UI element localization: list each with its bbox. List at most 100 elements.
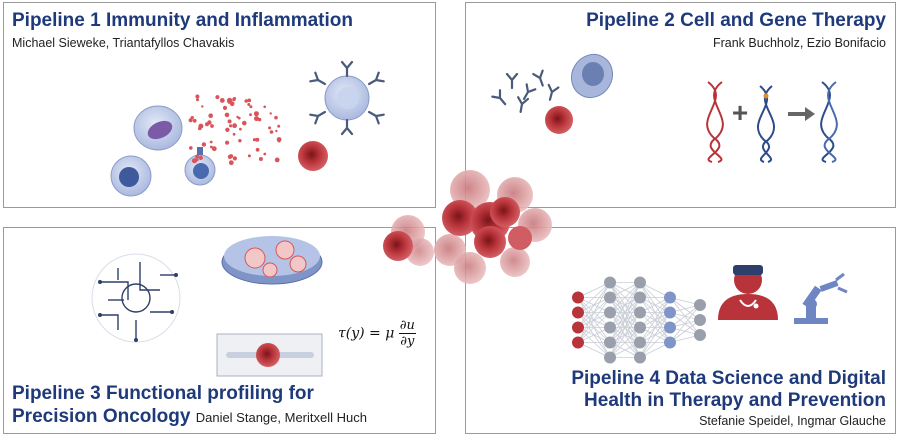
shear-stress-formula: τ(y) = μ ∂u ∂y xyxy=(338,318,416,349)
cytokine-dot xyxy=(195,94,200,99)
cytokine-dot xyxy=(249,105,253,109)
nn-node xyxy=(634,351,646,364)
cytokine-dot xyxy=(225,127,230,132)
antibodies-icon xyxy=(491,69,560,114)
microfluidic-chip-icon xyxy=(216,333,323,377)
nn-node xyxy=(694,329,706,341)
antibody-coated-cell-icon xyxy=(309,60,385,136)
nn-edge xyxy=(669,319,701,343)
cytokine-dot xyxy=(254,116,259,122)
nn-node xyxy=(604,306,616,319)
dna-blue-icon xyxy=(757,85,775,163)
nn-node xyxy=(604,321,616,334)
cytokine-dot xyxy=(227,97,233,103)
nn-edge xyxy=(609,312,641,358)
pipeline-3-title-line1: Pipeline 3 Functional profiling for xyxy=(12,383,314,404)
pipeline-4-names: Stefanie Speidel, Ingmar Glauche xyxy=(699,414,886,428)
cytokine-dot xyxy=(232,97,236,102)
cytokine-dot xyxy=(198,155,203,160)
nn-node xyxy=(572,321,584,334)
cytokine-dot xyxy=(258,157,263,161)
cytokine-dot xyxy=(263,105,267,109)
monocyte-icon xyxy=(110,155,152,197)
cytokine-dot xyxy=(263,152,267,156)
nn-edge xyxy=(639,297,671,343)
cytokine-dot xyxy=(228,160,234,166)
pipeline-4-title-line1: Pipeline 4 Data Science and Digital xyxy=(571,368,886,389)
nn-node xyxy=(634,336,646,349)
plus-icon: + xyxy=(732,97,748,128)
nn-node xyxy=(634,306,646,319)
cytokine-dot xyxy=(209,140,213,144)
cytokine-dot xyxy=(211,146,217,152)
nn-node xyxy=(664,306,676,319)
arrow-right-icon xyxy=(788,107,815,121)
pipeline-2-names: Frank Buchholz, Ezio Bonifacio xyxy=(712,36,886,50)
pipeline-3-title-line2: Precision Oncology Daniel Stange, Meritx… xyxy=(12,406,367,429)
robot-arm-icon xyxy=(794,272,848,324)
formula-numerator: ∂u xyxy=(398,318,416,334)
nn-edge xyxy=(669,304,701,343)
cytokine-dot xyxy=(255,137,260,142)
cytokine-dot xyxy=(238,139,242,143)
pipeline-2-panel xyxy=(465,2,896,208)
cytokine-dot xyxy=(209,145,213,149)
nn-node xyxy=(604,291,616,304)
nn-node xyxy=(634,321,646,334)
nn-node xyxy=(604,336,616,349)
cytokine-dot xyxy=(247,103,251,106)
cytokine-dot xyxy=(249,113,252,117)
pipeline-1-title: Pipeline 1 Immunity and Inflammation xyxy=(12,10,353,31)
nn-edge xyxy=(577,297,611,343)
dna-mixed-icon xyxy=(820,81,838,163)
nn-edge xyxy=(577,312,611,343)
cytokine-dot xyxy=(232,132,236,136)
pipeline-3-names: Daniel Stange, Meritxell Huch xyxy=(195,410,367,425)
cytokine-dot xyxy=(222,105,228,110)
cytokine-dot xyxy=(239,127,242,131)
nn-node xyxy=(694,314,706,326)
pipeline-1-names: Michael Sieweke, Triantafyllos Chavakis xyxy=(12,36,235,50)
pipeline-3-panel xyxy=(3,227,436,434)
nn-node xyxy=(604,351,616,364)
cytokine-dot xyxy=(196,98,199,102)
nn-node xyxy=(634,276,646,289)
cytokine-dot xyxy=(277,124,281,128)
cytokine-dot xyxy=(255,147,260,152)
tumor-cell-icon xyxy=(545,106,573,134)
formula-denominator: ∂y xyxy=(400,334,415,349)
nn-node xyxy=(572,336,584,349)
nn-node xyxy=(572,291,584,304)
cytokine-dot xyxy=(236,115,239,119)
cytokine-dot xyxy=(192,118,197,123)
cytokine-dot xyxy=(232,156,237,161)
nn-edge xyxy=(609,327,641,358)
cytokine-dot xyxy=(188,118,193,123)
cytokine-dot xyxy=(227,119,232,124)
cytokine-dot xyxy=(210,124,214,128)
cytokine-dot xyxy=(207,120,212,125)
nn-edge xyxy=(609,282,641,343)
nn-edge xyxy=(609,297,641,358)
cytokine-dot xyxy=(225,140,230,145)
cytokine-dot xyxy=(195,158,199,162)
nn-edge xyxy=(639,312,671,358)
cytokine-dot xyxy=(275,129,278,133)
pipeline-3-title-line2-text: Precision Oncology xyxy=(12,406,191,427)
cytokine-dot xyxy=(242,120,247,126)
cytokine-dot xyxy=(229,124,233,128)
nn-node xyxy=(634,291,646,304)
pipeline-2-title: Pipeline 2 Cell and Gene Therapy xyxy=(586,10,886,31)
cytokine-dot xyxy=(198,126,202,131)
cytokine-dot xyxy=(253,111,259,117)
pipeline-4-title-line2: Health in Therapy and Prevention xyxy=(584,390,886,411)
cytokine-dot xyxy=(232,123,238,129)
nn-node xyxy=(604,276,616,289)
cytokine-dot xyxy=(227,154,233,159)
cytokine-dot xyxy=(252,138,257,142)
nn-edge xyxy=(609,282,641,328)
cytokine-dot xyxy=(201,105,204,108)
nn-node xyxy=(664,291,676,304)
cytokine-dot xyxy=(229,101,235,107)
cytokine-dot xyxy=(219,98,225,103)
